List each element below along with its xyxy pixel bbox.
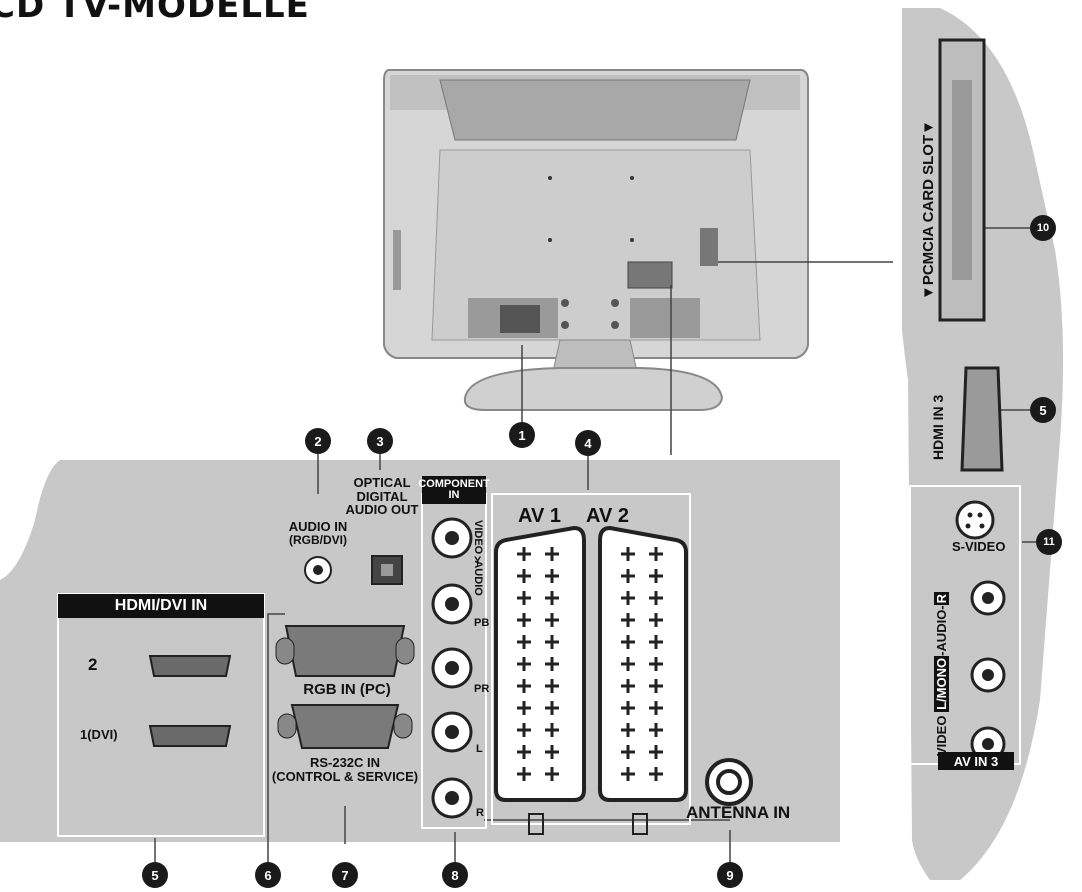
- scart-pin: [545, 701, 559, 715]
- s-video-port: [955, 500, 995, 540]
- scart-pin: [621, 723, 635, 737]
- scart-pin: [545, 723, 559, 737]
- callout-7: 7: [332, 862, 358, 888]
- label-video-audio: VIDEO AUDIO: [472, 520, 484, 596]
- scart-av1: [494, 525, 586, 802]
- callout-1: 1: [509, 422, 535, 448]
- label-rgb-in: RGB IN (PC): [303, 681, 391, 698]
- label-rs232c: RS-232C IN(CONTROL & SERVICE): [271, 755, 419, 784]
- scart-pin: [517, 679, 531, 693]
- scart-pin: [649, 723, 663, 737]
- scart-pins: [517, 547, 663, 781]
- label-side-audio: VIDEO L/MONO-AUDIO-R: [934, 591, 949, 756]
- callout-8: 8: [442, 862, 468, 888]
- label-s-video: S-VIDEO: [952, 539, 1006, 554]
- scart-pin: [649, 767, 663, 781]
- scart-pin: [649, 613, 663, 627]
- label-hdmi-1dvi: 1(DVI): [80, 727, 118, 742]
- tv-rear-illustration: [383, 69, 809, 411]
- scart-pin: [517, 701, 531, 715]
- scart-pin: [545, 657, 559, 671]
- scart-pin: [649, 591, 663, 605]
- av-box: [491, 493, 691, 825]
- label-hdmi-2: 2: [88, 655, 98, 674]
- label-hdmi-dvi-in: HDMI/DVI IN: [58, 594, 264, 618]
- scart-pin: [621, 569, 635, 583]
- label-antenna-in: ANTENNA IN: [686, 803, 791, 822]
- scart-pin: [517, 723, 531, 737]
- scart-pin: [545, 635, 559, 649]
- scart-pin: [649, 635, 663, 649]
- scart-pin: [545, 745, 559, 759]
- label-l: L: [476, 743, 483, 755]
- callout-2: 2: [305, 428, 331, 454]
- scart-pin: [517, 547, 531, 561]
- label-av-in3: AV IN 3: [938, 752, 1014, 770]
- scart-pin: [517, 569, 531, 583]
- scart-pin: [649, 679, 663, 693]
- scart-pin: [545, 591, 559, 605]
- scart-pin: [517, 745, 531, 759]
- scart-pin: [545, 679, 559, 693]
- hdmi-port-2: [148, 655, 232, 677]
- rgb-in-port: [284, 625, 406, 677]
- label-r: R: [476, 807, 484, 819]
- callout-6: 6: [255, 862, 281, 888]
- scart-pin: [621, 767, 635, 781]
- scart-pin: [621, 745, 635, 759]
- scart-pin: [649, 745, 663, 759]
- label-av1: AV 1: [518, 505, 561, 527]
- scart-pin: [621, 701, 635, 715]
- callout-5-rear: 5: [142, 862, 168, 888]
- scart-pin: [517, 767, 531, 781]
- page-title: CD TV-MODELLE: [0, 0, 310, 26]
- label-pr: PR: [474, 683, 490, 695]
- label-y: Y: [474, 555, 482, 567]
- label-pb: PB: [474, 617, 490, 629]
- scart-pin: [621, 657, 635, 671]
- scart-pin: [545, 613, 559, 627]
- label-hdmi-in3: HDMI IN 3: [930, 394, 946, 460]
- scart-pin: [517, 635, 531, 649]
- callout-4: 4: [575, 430, 601, 456]
- callout-10: 10: [1030, 215, 1056, 241]
- scart-pin: [621, 613, 635, 627]
- scart-pin: [517, 613, 531, 627]
- scart-pin: [621, 635, 635, 649]
- scart-pin: [545, 767, 559, 781]
- label-av2: AV 2: [586, 505, 629, 527]
- callout-11: 11: [1036, 529, 1062, 555]
- scart-pin: [621, 547, 635, 561]
- callout-5-side: 5: [1030, 397, 1056, 423]
- hdmi-in3-port: [960, 366, 1004, 472]
- rs232c-port: [290, 704, 400, 749]
- scart-pin: [545, 547, 559, 561]
- callout-3: 3: [367, 428, 393, 454]
- scart-pin: [517, 591, 531, 605]
- label-audio-in: AUDIO IN(RGB/DVI): [288, 519, 348, 547]
- scart-pin: [517, 657, 531, 671]
- scart-pin: [545, 569, 559, 583]
- scart-pin: [621, 591, 635, 605]
- hdmi-port-1: [148, 725, 232, 747]
- scart-pin: [649, 701, 663, 715]
- scart-pin: [621, 679, 635, 693]
- scart-pin: [649, 547, 663, 561]
- antenna-jack: [705, 758, 753, 806]
- callout-9: 9: [717, 862, 743, 888]
- scart-pin: [649, 569, 663, 583]
- scart-pin: [649, 657, 663, 671]
- label-pcmcia: ▼PCMCIA CARD SLOT▼: [920, 120, 937, 300]
- scart-av2: [598, 525, 688, 802]
